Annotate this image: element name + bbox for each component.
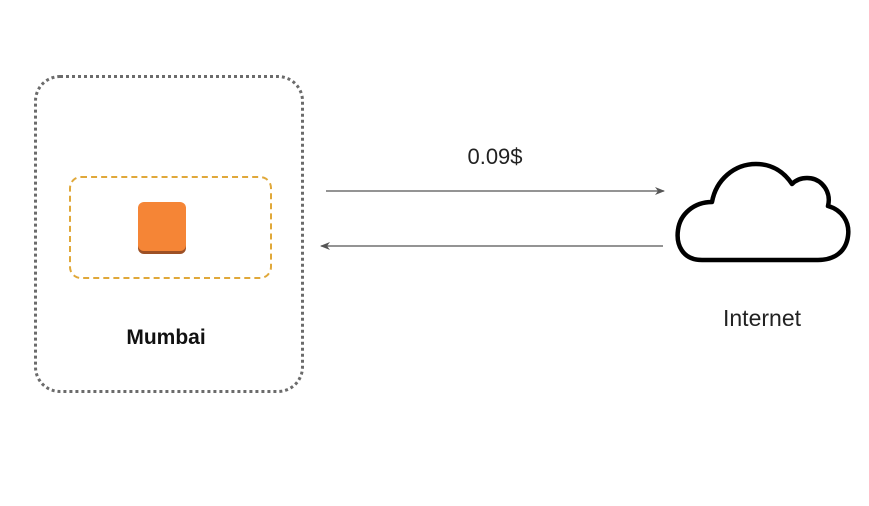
- region-boundary: [34, 75, 304, 393]
- transfer-cost-label: 0.09$: [467, 144, 523, 169]
- cloud-outline: [675, 161, 851, 263]
- region-label: Mumbai: [126, 326, 206, 349]
- availability-zone-boundary: [69, 176, 272, 279]
- instance-icon-body: [138, 202, 186, 251]
- cloud-icon: [675, 161, 851, 263]
- ec2-instance-icon: [138, 202, 186, 254]
- internet-label: Internet: [723, 305, 801, 331]
